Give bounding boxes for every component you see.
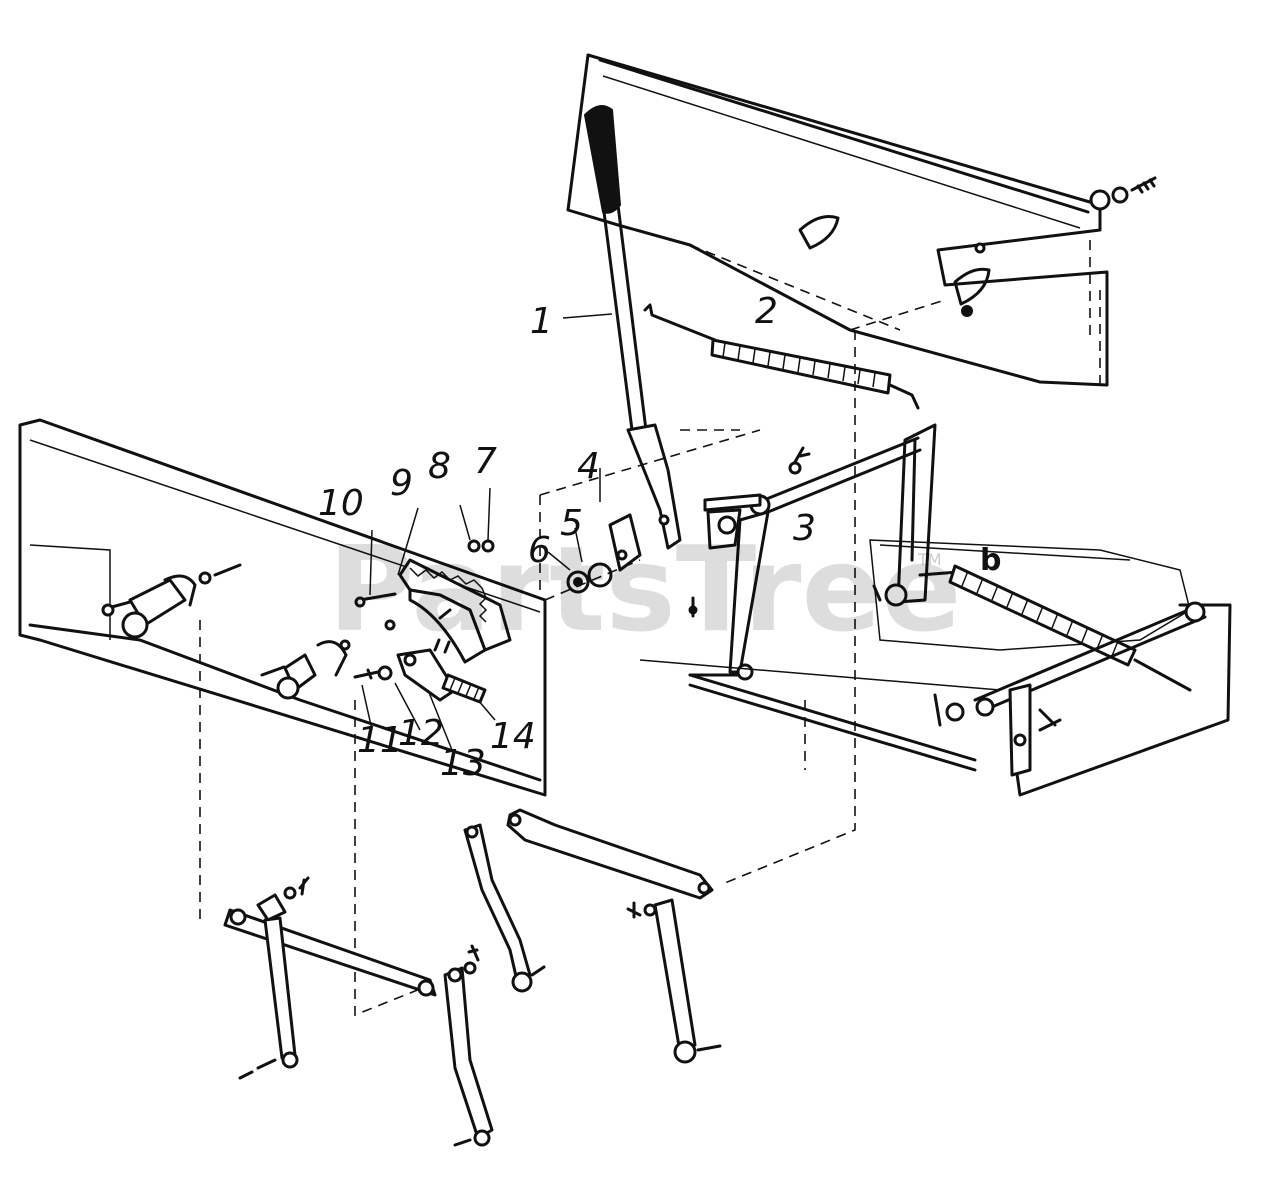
- label-10: 10: [318, 483, 364, 524]
- label-1: 1: [530, 301, 553, 342]
- label-14: 14: [490, 716, 536, 757]
- upper-panel: [566, 53, 1157, 387]
- label-2: 2: [755, 291, 778, 332]
- right-upper-linkage: [688, 423, 977, 772]
- label-7: 7: [474, 441, 497, 482]
- quadrant-sector: [260, 539, 512, 704]
- label-4: 4: [577, 446, 600, 487]
- label-11: 11: [357, 720, 403, 761]
- lower-links: [223, 808, 722, 1147]
- watermark: PartsTree TM: [328, 520, 962, 658]
- spring-b: [918, 564, 1207, 777]
- label-6: 6: [528, 530, 551, 571]
- part-labels: 1 2 3 4 5 6 7 8 9 10 11 12 13 14 b: [318, 291, 1001, 784]
- label-12: 12: [398, 713, 444, 754]
- watermark-tm: TM: [917, 550, 942, 569]
- label-9: 9: [390, 463, 413, 504]
- label-13: 13: [440, 743, 486, 784]
- left-side-panel: [18, 418, 547, 797]
- callout-lines: [361, 313, 613, 751]
- construction-lines: [199, 244, 1101, 1017]
- lift-lever: [583, 105, 682, 550]
- watermark-text: PartsTree: [328, 520, 962, 658]
- shaft-parts: [544, 513, 642, 601]
- label-b: b: [980, 543, 1001, 578]
- label-5: 5: [560, 503, 583, 544]
- spring-2: [643, 303, 920, 410]
- label-8: 8: [428, 446, 451, 487]
- label-3: 3: [793, 508, 816, 549]
